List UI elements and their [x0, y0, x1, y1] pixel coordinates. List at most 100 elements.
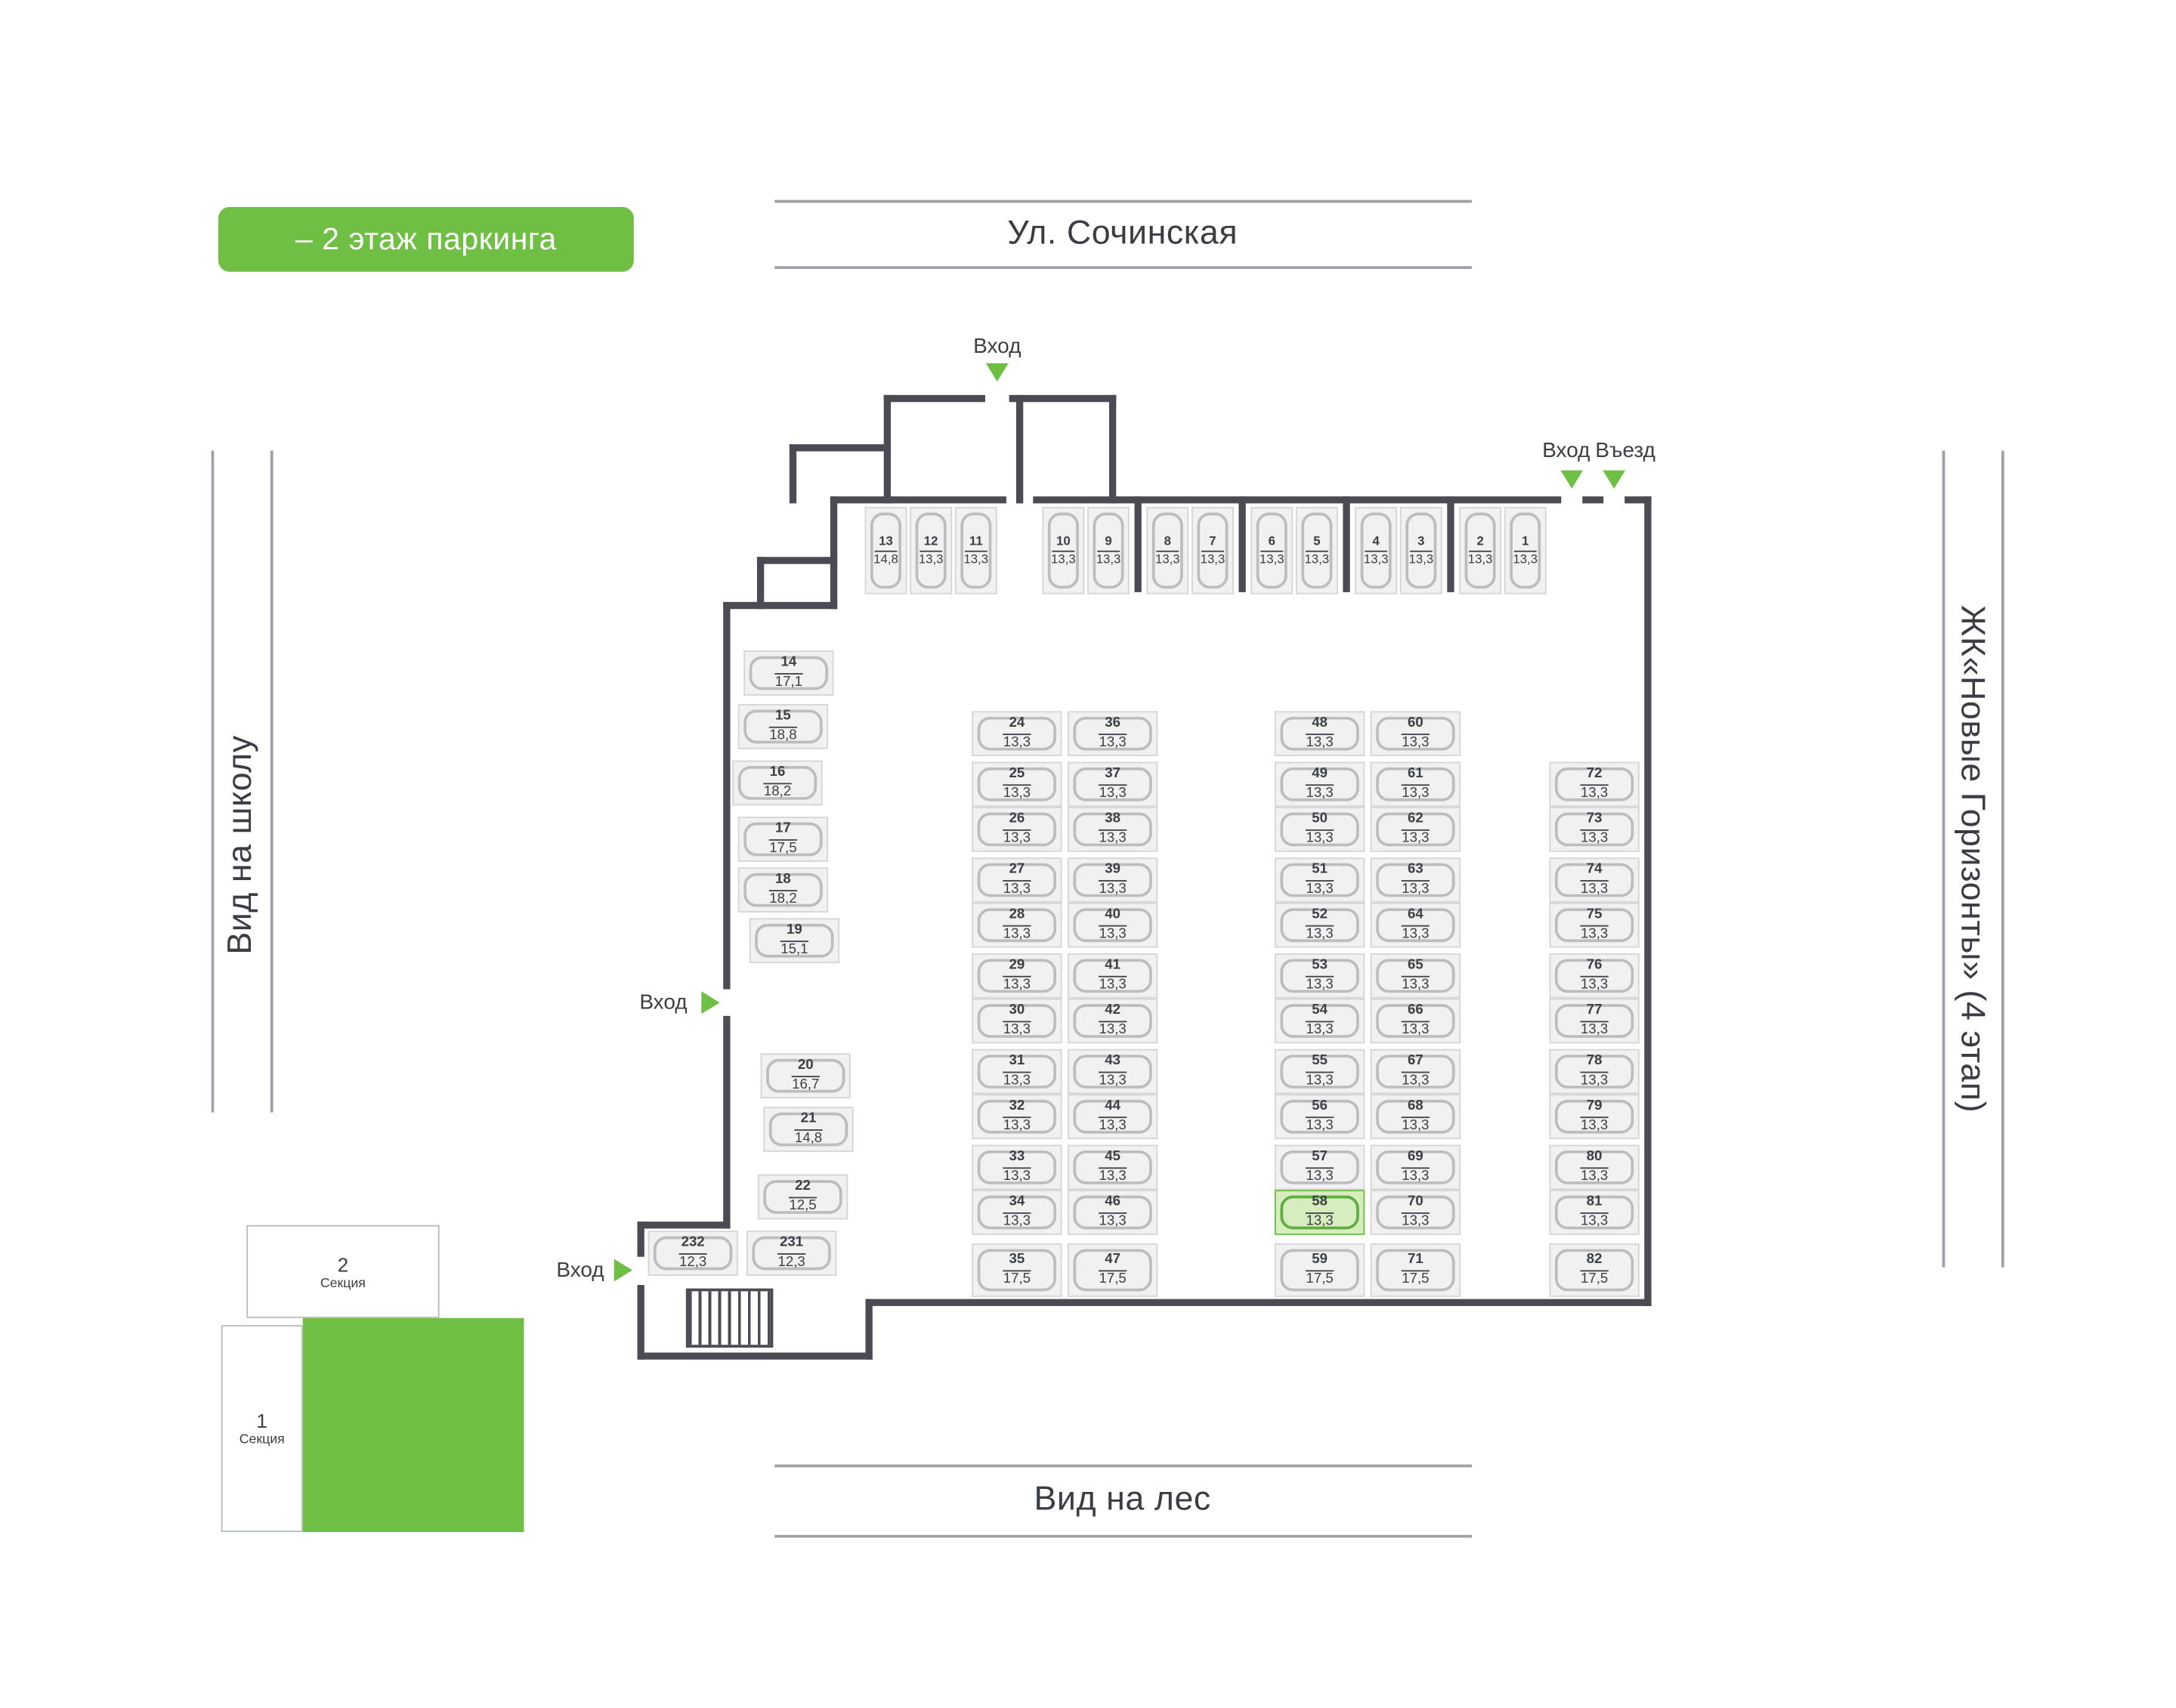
car-stall-icon	[977, 1099, 1057, 1134]
car-stall-icon	[1073, 812, 1152, 847]
car-stall-icon	[1554, 1099, 1634, 1134]
car-stall-icon	[1554, 863, 1634, 897]
active-section-indicator[interactable]	[302, 1317, 524, 1533]
section-2-box[interactable]: 2 Секция	[246, 1225, 440, 1318]
car-stall-icon	[1280, 1195, 1359, 1230]
car-stall-icon	[1376, 767, 1455, 801]
car-stall-icon	[977, 812, 1057, 847]
section-1-box[interactable]: 1 Секция	[221, 1325, 303, 1533]
car-stall-icon	[1464, 512, 1496, 589]
car-stall-icon	[1073, 908, 1152, 943]
